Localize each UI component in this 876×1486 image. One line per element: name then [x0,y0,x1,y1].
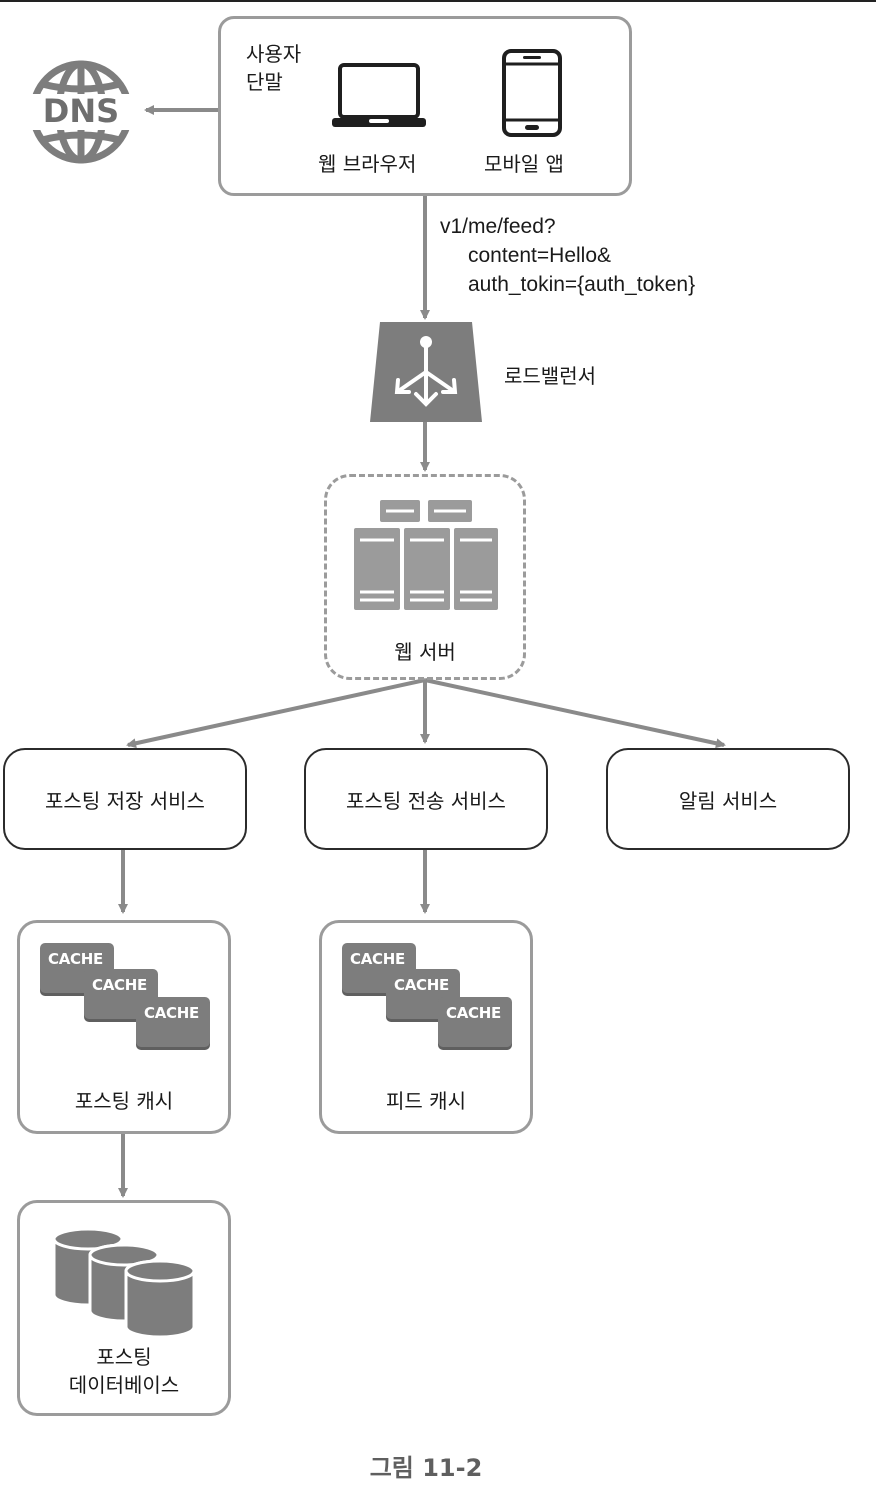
cache-tile-1-label: CACHE [350,950,405,968]
notification-service-label: 알림 서비스 [678,788,778,813]
posting-database-box: 포스팅 데이터베이스 [17,1200,231,1416]
cache-tile-3-label: CACHE [144,1004,199,1022]
posting-store-service-label: 포스팅 저장 서비스 [45,788,205,813]
posting-cache-box: CACHE CACHE CACHE 포스팅 캐시 [17,920,231,1134]
request-line2: content=Hello& [468,244,612,267]
mobile-phone-icon [502,49,562,137]
feed-cache-label: 피드 캐시 [386,1089,466,1113]
posting-fanout-service-box: 포스팅 전송 서비스 [304,748,548,850]
globe-icon [28,60,134,164]
posting-store-service-box: 포스팅 저장 서비스 [3,748,247,850]
posting-cache-stack-icon: CACHE CACHE CACHE [40,943,210,1067]
posting-cache-label: 포스팅 캐시 [74,1089,174,1113]
top-border [0,0,876,2]
cache-tile-1-label: CACHE [48,950,103,968]
web-server-box [324,474,526,680]
feed-cache-box: CACHE CACHE CACHE 피드 캐시 [319,920,533,1134]
posting-database-label-line2: 데이터베이스 [68,1373,180,1397]
posting-database-label-line1: 포스팅 [96,1345,152,1369]
client-title-line1: 사용자 [246,42,302,66]
load-balancer-icon [370,322,482,422]
database-cylinders-icon [52,1227,196,1339]
dns-label: DNS [42,92,120,130]
arrow-web-to-notify [424,678,726,749]
request-url: v1/me/feed? content=Hello& auth_tokin={a… [440,212,695,299]
cache-tile-3 [438,997,512,1047]
arrow-web-to-store [126,678,426,749]
load-balancer-label: 로드밸런서 [504,364,596,388]
figure-caption: 그림 11-2 [369,1454,483,1482]
cache-tile-2-label: CACHE [92,976,147,994]
laptop-icon [332,63,426,127]
notification-service-box: 알림 서비스 [606,748,850,850]
client-device-box [218,16,632,196]
cache-tile-2-label: CACHE [394,976,449,994]
client-title: 사용자 단말 [246,40,301,96]
request-line1: v1/me/feed? [440,215,556,238]
feed-cache-stack-icon: CACHE CACHE CACHE [342,943,512,1067]
client-title-line2: 단말 [246,70,283,94]
dns-node: DNS [24,58,138,166]
cache-tile-3 [136,997,210,1047]
web-browser-label: 웹 브라우저 [318,152,417,176]
server-rack-icon [354,500,498,610]
mobile-app-label: 모바일 앱 [484,152,564,176]
request-line3: auth_tokin={auth_token} [468,273,696,296]
posting-database-label: 포스팅 데이터베이스 [20,1343,228,1399]
web-server-label: 웹 서버 [394,640,456,664]
posting-fanout-service-label: 포스팅 전송 서비스 [346,788,506,813]
cache-tile-3-label: CACHE [446,1004,501,1022]
